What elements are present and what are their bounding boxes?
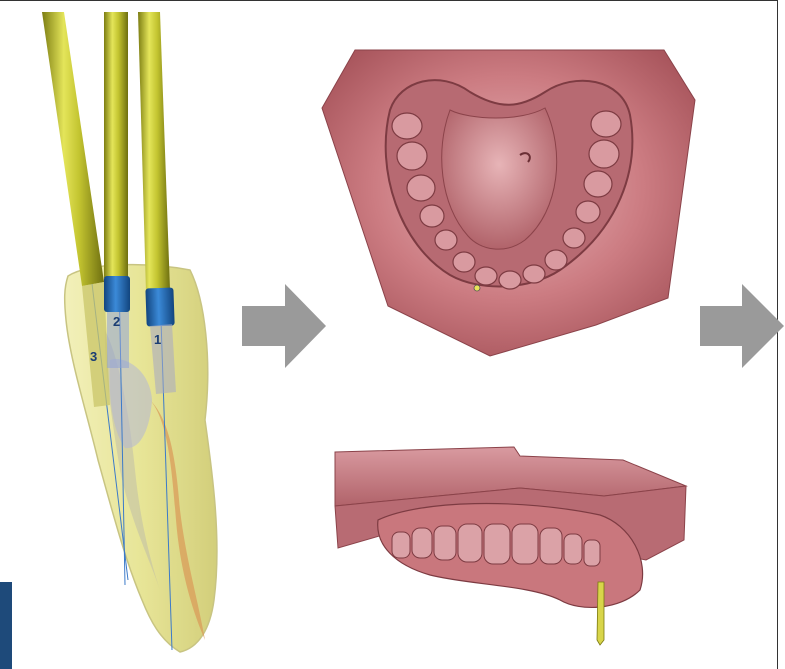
tooth [545, 250, 567, 270]
tooth [475, 267, 497, 285]
tooth [412, 528, 432, 558]
tooth [434, 526, 456, 560]
tooth [563, 228, 585, 248]
implant-collar [104, 276, 130, 312]
implant-post [597, 582, 604, 645]
implant-number-label: 1 [154, 332, 161, 347]
tooth [453, 252, 475, 272]
tooth [523, 265, 545, 283]
implant-collar [145, 288, 174, 327]
maxillary-model-occlusal [322, 50, 695, 356]
tooth [576, 201, 600, 223]
tooth [435, 230, 457, 250]
tooth [564, 534, 582, 564]
tooth [407, 175, 435, 201]
implant-shaft [104, 12, 128, 278]
implant-planning-view: 1 2 3 [42, 12, 217, 652]
tooth [540, 528, 562, 564]
tooth [589, 140, 619, 168]
tooth [392, 532, 410, 558]
tooth [584, 171, 612, 197]
tooth [499, 271, 521, 289]
arrow-right-icon [242, 284, 326, 368]
maxillary-model-frontal [335, 447, 686, 645]
implant-number-label: 2 [113, 314, 120, 329]
implant-shaft [42, 12, 104, 286]
tooth [397, 142, 427, 170]
tooth [512, 524, 538, 564]
tooth [420, 205, 444, 227]
tooth [392, 113, 422, 139]
tooth [458, 524, 482, 562]
tooth [584, 540, 600, 566]
tooth [591, 111, 621, 137]
implant-marker [474, 285, 480, 291]
tooth [484, 524, 510, 564]
arrow-right-icon [700, 284, 784, 368]
implant-number-label: 3 [90, 349, 97, 364]
implant-shaft [138, 12, 170, 292]
